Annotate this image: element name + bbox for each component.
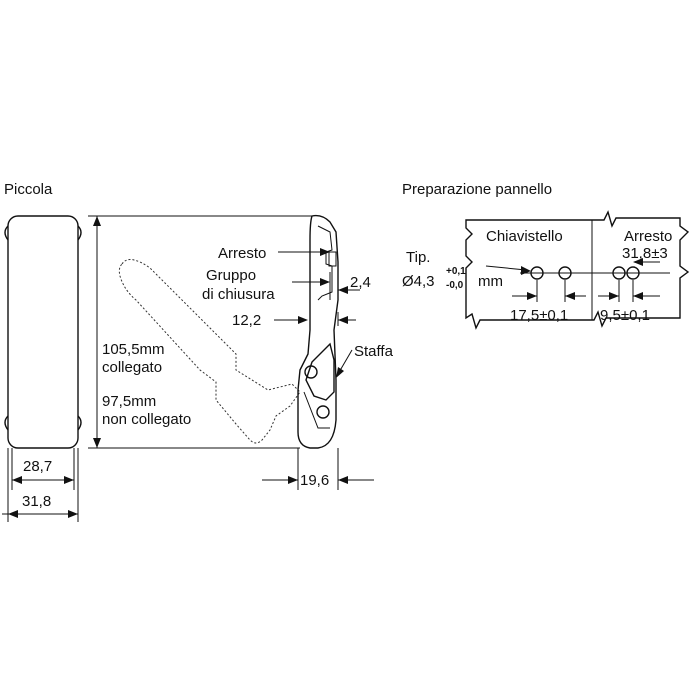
dim-28-7: 28,7 [23,458,52,475]
hole-unit: mm [478,273,503,290]
label-disconnected: non collegato [102,411,191,428]
dim-17-5: 17,5±0,1 [510,307,568,324]
stop-label: Arresto [218,245,266,262]
lower-pin [316,405,330,419]
open-lever-outline [118,259,301,444]
left-view: Piccola 28,7 31,8 [2,181,82,522]
hole-diameter: Ø4,3 [402,273,435,290]
lock-group-label-2: di chiusura [202,286,275,303]
dim-31-8-tol: 31,8±3 [622,245,668,262]
dim-19-6: 19,6 [300,472,329,489]
hole-4 [626,266,640,280]
dim-9-5: 9,5±0,1 [600,307,650,324]
lock-group-label-1: Gruppo [206,267,256,284]
left-view-title: Piccola [4,181,53,198]
lever-hook [305,342,335,401]
hole-2 [558,266,572,280]
hole-tol-plus: +0,1 [446,266,466,277]
dim-31-8: 31,8 [22,493,51,510]
corner-bump [4,415,9,431]
dim-12-2: 12,2 [232,312,261,329]
latch-detail [317,225,333,301]
panel-view: Preparazione pannello Chiavistello Arres… [402,181,690,330]
latch-label: Chiavistello [486,228,563,245]
latch-front-body [7,215,79,449]
lever-detail [303,391,330,429]
corner-bump [4,225,9,241]
height-disconnected: 97,5mm [102,393,156,410]
height-connected: 105,5mm [102,341,165,358]
side-view: 105,5mm collegato 97,5mm non collegato A… [88,214,394,490]
corner-bump [77,225,82,241]
latch-side-body [297,214,339,449]
hole-1 [530,266,544,280]
stop-block [328,251,337,267]
bracket-label: Staffa [354,343,394,360]
dim-2-4: 2,4 [350,274,371,291]
pivot-pin [304,365,318,379]
panel-outline [465,210,690,330]
panel-title: Preparazione pannello [402,181,552,198]
corner-bump [77,415,82,431]
panel-stop-label: Arresto [624,228,672,245]
hole-3 [612,266,626,280]
hole-tol-minus: -0,0 [446,280,464,291]
label-connected: collegato [102,359,162,376]
hole-prefix: Tip. [406,249,430,266]
